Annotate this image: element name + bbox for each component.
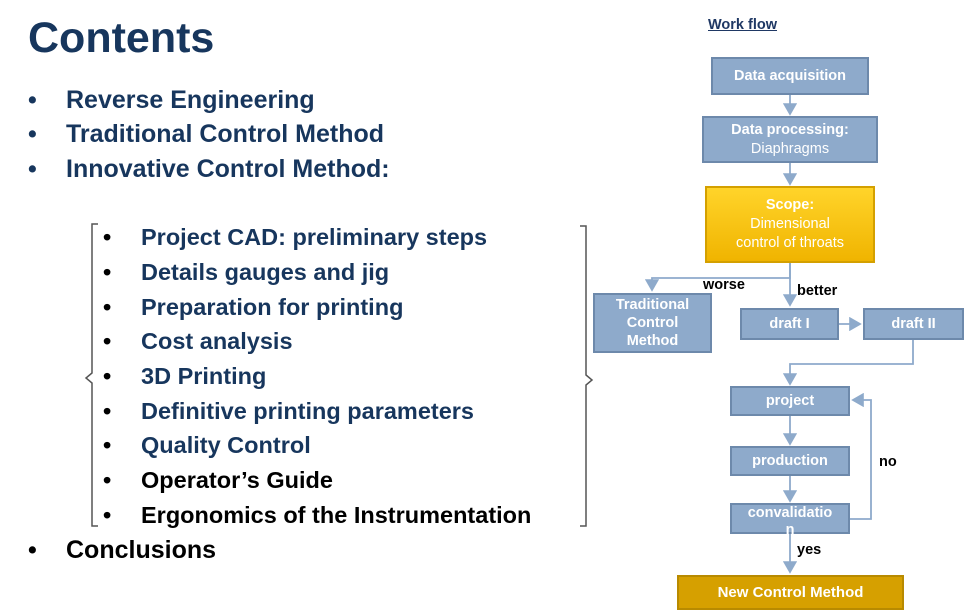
bullet-icon: •	[103, 224, 112, 250]
sub-list-item: • 3D Printing	[103, 363, 267, 390]
sub-list-item-label: Definitive printing parameters	[141, 398, 474, 424]
bullet-icon: •	[103, 363, 112, 389]
scope-label: Scope:	[765, 197, 815, 213]
scope-box: Scope: Dimensional control of throats	[705, 186, 875, 263]
sub-list-item-label: Details gauges and jig	[141, 259, 390, 285]
sub-list-item: • Cost analysis	[103, 328, 293, 355]
bullet-icon: •	[103, 398, 112, 424]
list-item-label: Reverse Engineering	[66, 86, 315, 114]
traditional-line1: Traditional	[615, 297, 690, 313]
traditional-line2: Control	[626, 315, 679, 331]
bullet-icon: •	[28, 155, 37, 183]
data-processing-box: Data processing: Diaphragms	[702, 116, 878, 163]
bullet-icon: •	[28, 86, 37, 114]
sub-list-item: • Quality Control	[103, 432, 311, 459]
bullet-icon: •	[103, 328, 112, 354]
bullet-icon: •	[103, 467, 112, 493]
bullet-icon: •	[28, 536, 37, 564]
list-item-label: Innovative Control Method:	[66, 155, 390, 183]
bullet-icon: •	[103, 502, 112, 528]
sub-list-item-label: Cost analysis	[141, 328, 293, 354]
sub-list-item-label: 3D Printing	[141, 363, 267, 389]
new-control-method-box: New Control Method	[677, 575, 904, 610]
label-better: better	[797, 283, 838, 299]
list-item-label: Conclusions	[66, 536, 217, 564]
new-control-method-label: New Control Method	[717, 584, 864, 601]
project-box: project	[730, 386, 850, 416]
label-worse: worse	[703, 277, 745, 293]
sub-list-item-label: Ergonomics of the Instrumentation	[141, 502, 532, 528]
label-yes: yes	[797, 542, 822, 558]
list-item: • Innovative Control Method:	[28, 155, 390, 184]
page-title: Contents	[28, 14, 215, 62]
bullet-icon: •	[103, 259, 112, 285]
sub-list-item: • Ergonomics of the Instrumentation	[103, 502, 532, 529]
bullet-icon: •	[103, 294, 112, 320]
scope-sub-line2: control of throats	[736, 235, 844, 251]
production-box: production	[730, 446, 850, 476]
project-label: project	[765, 392, 815, 409]
draft-2-label: draft II	[891, 315, 936, 332]
production-label: production	[752, 452, 828, 469]
data-processing-sub: Diaphragms	[750, 140, 830, 157]
left-brace-icon	[84, 223, 98, 527]
data-acquisition-label: Data acquisition	[734, 67, 846, 84]
bullet-icon: •	[28, 120, 37, 148]
data-processing-label: Data processing:	[731, 121, 849, 138]
sub-list-item: • Definitive printing parameters	[103, 398, 474, 425]
convalidation-line1: convalidatio	[747, 505, 833, 521]
sub-list-item-label: Project CAD: preliminary steps	[141, 224, 488, 250]
label-no: no	[879, 454, 897, 470]
traditional-line3: Method	[626, 333, 679, 349]
bullet-icon: •	[103, 432, 112, 458]
workflow-title: Work flow	[708, 17, 778, 33]
sub-list-item: • Project CAD: preliminary steps	[103, 224, 488, 251]
traditional-method-box: Traditional Control Method	[593, 293, 712, 353]
sub-list-item: • Preparation for printing	[103, 294, 404, 321]
convalidation-box: convalidatio n	[730, 503, 850, 538]
draft-1-label: draft I	[769, 315, 810, 332]
scope-sub-line1: Dimensional	[750, 216, 830, 232]
sub-list-item-label: Preparation for printing	[141, 294, 404, 320]
sub-list-item: • Details gauges and jig	[103, 259, 390, 286]
convalidation-line2: n	[785, 522, 795, 538]
sub-list-item: • Operator’s Guide	[103, 467, 333, 494]
data-acquisition-box: Data acquisition	[711, 57, 869, 95]
draft-2-box: draft II	[863, 308, 964, 340]
list-item: • Reverse Engineering	[28, 86, 315, 115]
list-item: • Traditional Control Method	[28, 120, 385, 149]
sub-list-item-label: Operator’s Guide	[141, 467, 333, 493]
sub-list-item-label: Quality Control	[141, 432, 311, 458]
list-item-label: Traditional Control Method	[66, 120, 385, 148]
draft-1-box: draft I	[740, 308, 839, 340]
right-brace-icon	[580, 225, 594, 527]
list-item: • Conclusions	[28, 536, 217, 565]
